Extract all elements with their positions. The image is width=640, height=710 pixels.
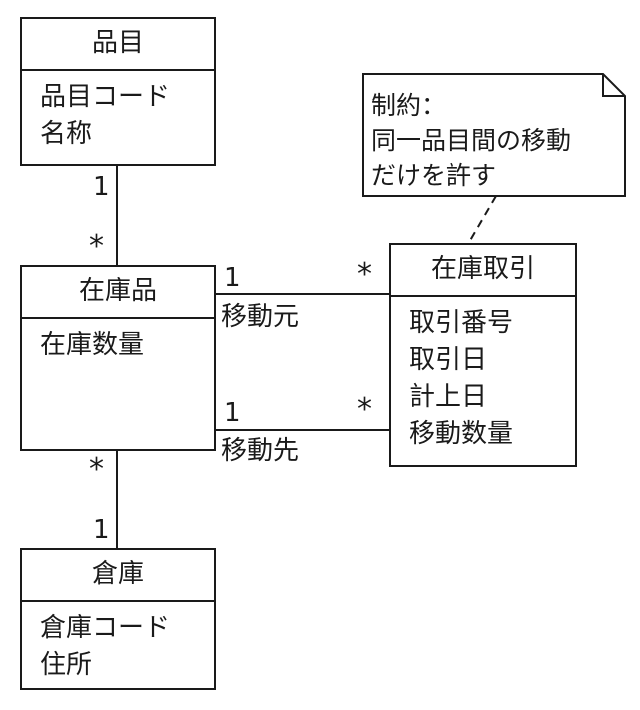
attribute: 取引番号 xyxy=(409,308,514,338)
multiplicity-target-torihiki: * xyxy=(357,392,372,427)
multiplicity-source-torihiki: * xyxy=(357,257,372,292)
attribute: 品目コード xyxy=(40,82,171,112)
class-zaikohin-name: 在庫品 xyxy=(22,267,214,319)
multiplicity-souko: 1 xyxy=(93,515,110,545)
role-target: 移動先 xyxy=(221,436,300,466)
note-line: 制約： xyxy=(371,91,447,120)
note-fold xyxy=(602,74,625,97)
attribute: 計上日 xyxy=(409,382,488,412)
class-torihiki-attributes: 取引番号 取引日 計上日 移動数量 xyxy=(391,297,575,453)
attribute: 倉庫コード xyxy=(40,613,171,643)
multiplicity-zaikohin-top: * xyxy=(89,229,104,264)
class-zaikohin: 在庫品 在庫数量 xyxy=(20,265,216,451)
attribute: 移動数量 xyxy=(409,419,514,449)
class-hinmoku-name: 品目 xyxy=(22,19,214,71)
class-zaikohin-attributes: 在庫数量 xyxy=(22,319,214,364)
attribute: 取引日 xyxy=(409,345,488,375)
class-torihiki: 在庫取引 取引番号 取引日 計上日 移動数量 xyxy=(389,243,577,467)
constraint-note: 制約： 同一品目間の移動 だけを許す xyxy=(371,88,571,193)
class-souko-name: 倉庫 xyxy=(22,550,214,602)
multiplicity-hinmoku: 1 xyxy=(93,172,110,202)
multiplicity-target-zaikohin: 1 xyxy=(224,398,241,428)
multiplicity-zaikohin-bottom: * xyxy=(89,452,104,487)
class-hinmoku-attributes: 品目コード 名称 xyxy=(22,71,214,153)
attribute: 住所 xyxy=(40,650,93,680)
class-souko: 倉庫 倉庫コード 住所 xyxy=(20,548,216,690)
note-line: だけを許す xyxy=(371,161,497,190)
attribute: 名称 xyxy=(40,119,93,149)
note-line: 同一品目間の移動 xyxy=(371,126,572,155)
class-torihiki-name: 在庫取引 xyxy=(391,245,575,297)
role-source: 移動元 xyxy=(221,302,300,332)
note-anchor-line xyxy=(467,195,497,245)
multiplicity-source-zaikohin: 1 xyxy=(224,263,241,293)
note-shape xyxy=(362,73,626,197)
attribute: 在庫数量 xyxy=(40,330,145,360)
class-souko-attributes: 倉庫コード 住所 xyxy=(22,602,214,684)
class-hinmoku: 品目 品目コード 名称 xyxy=(20,17,216,166)
